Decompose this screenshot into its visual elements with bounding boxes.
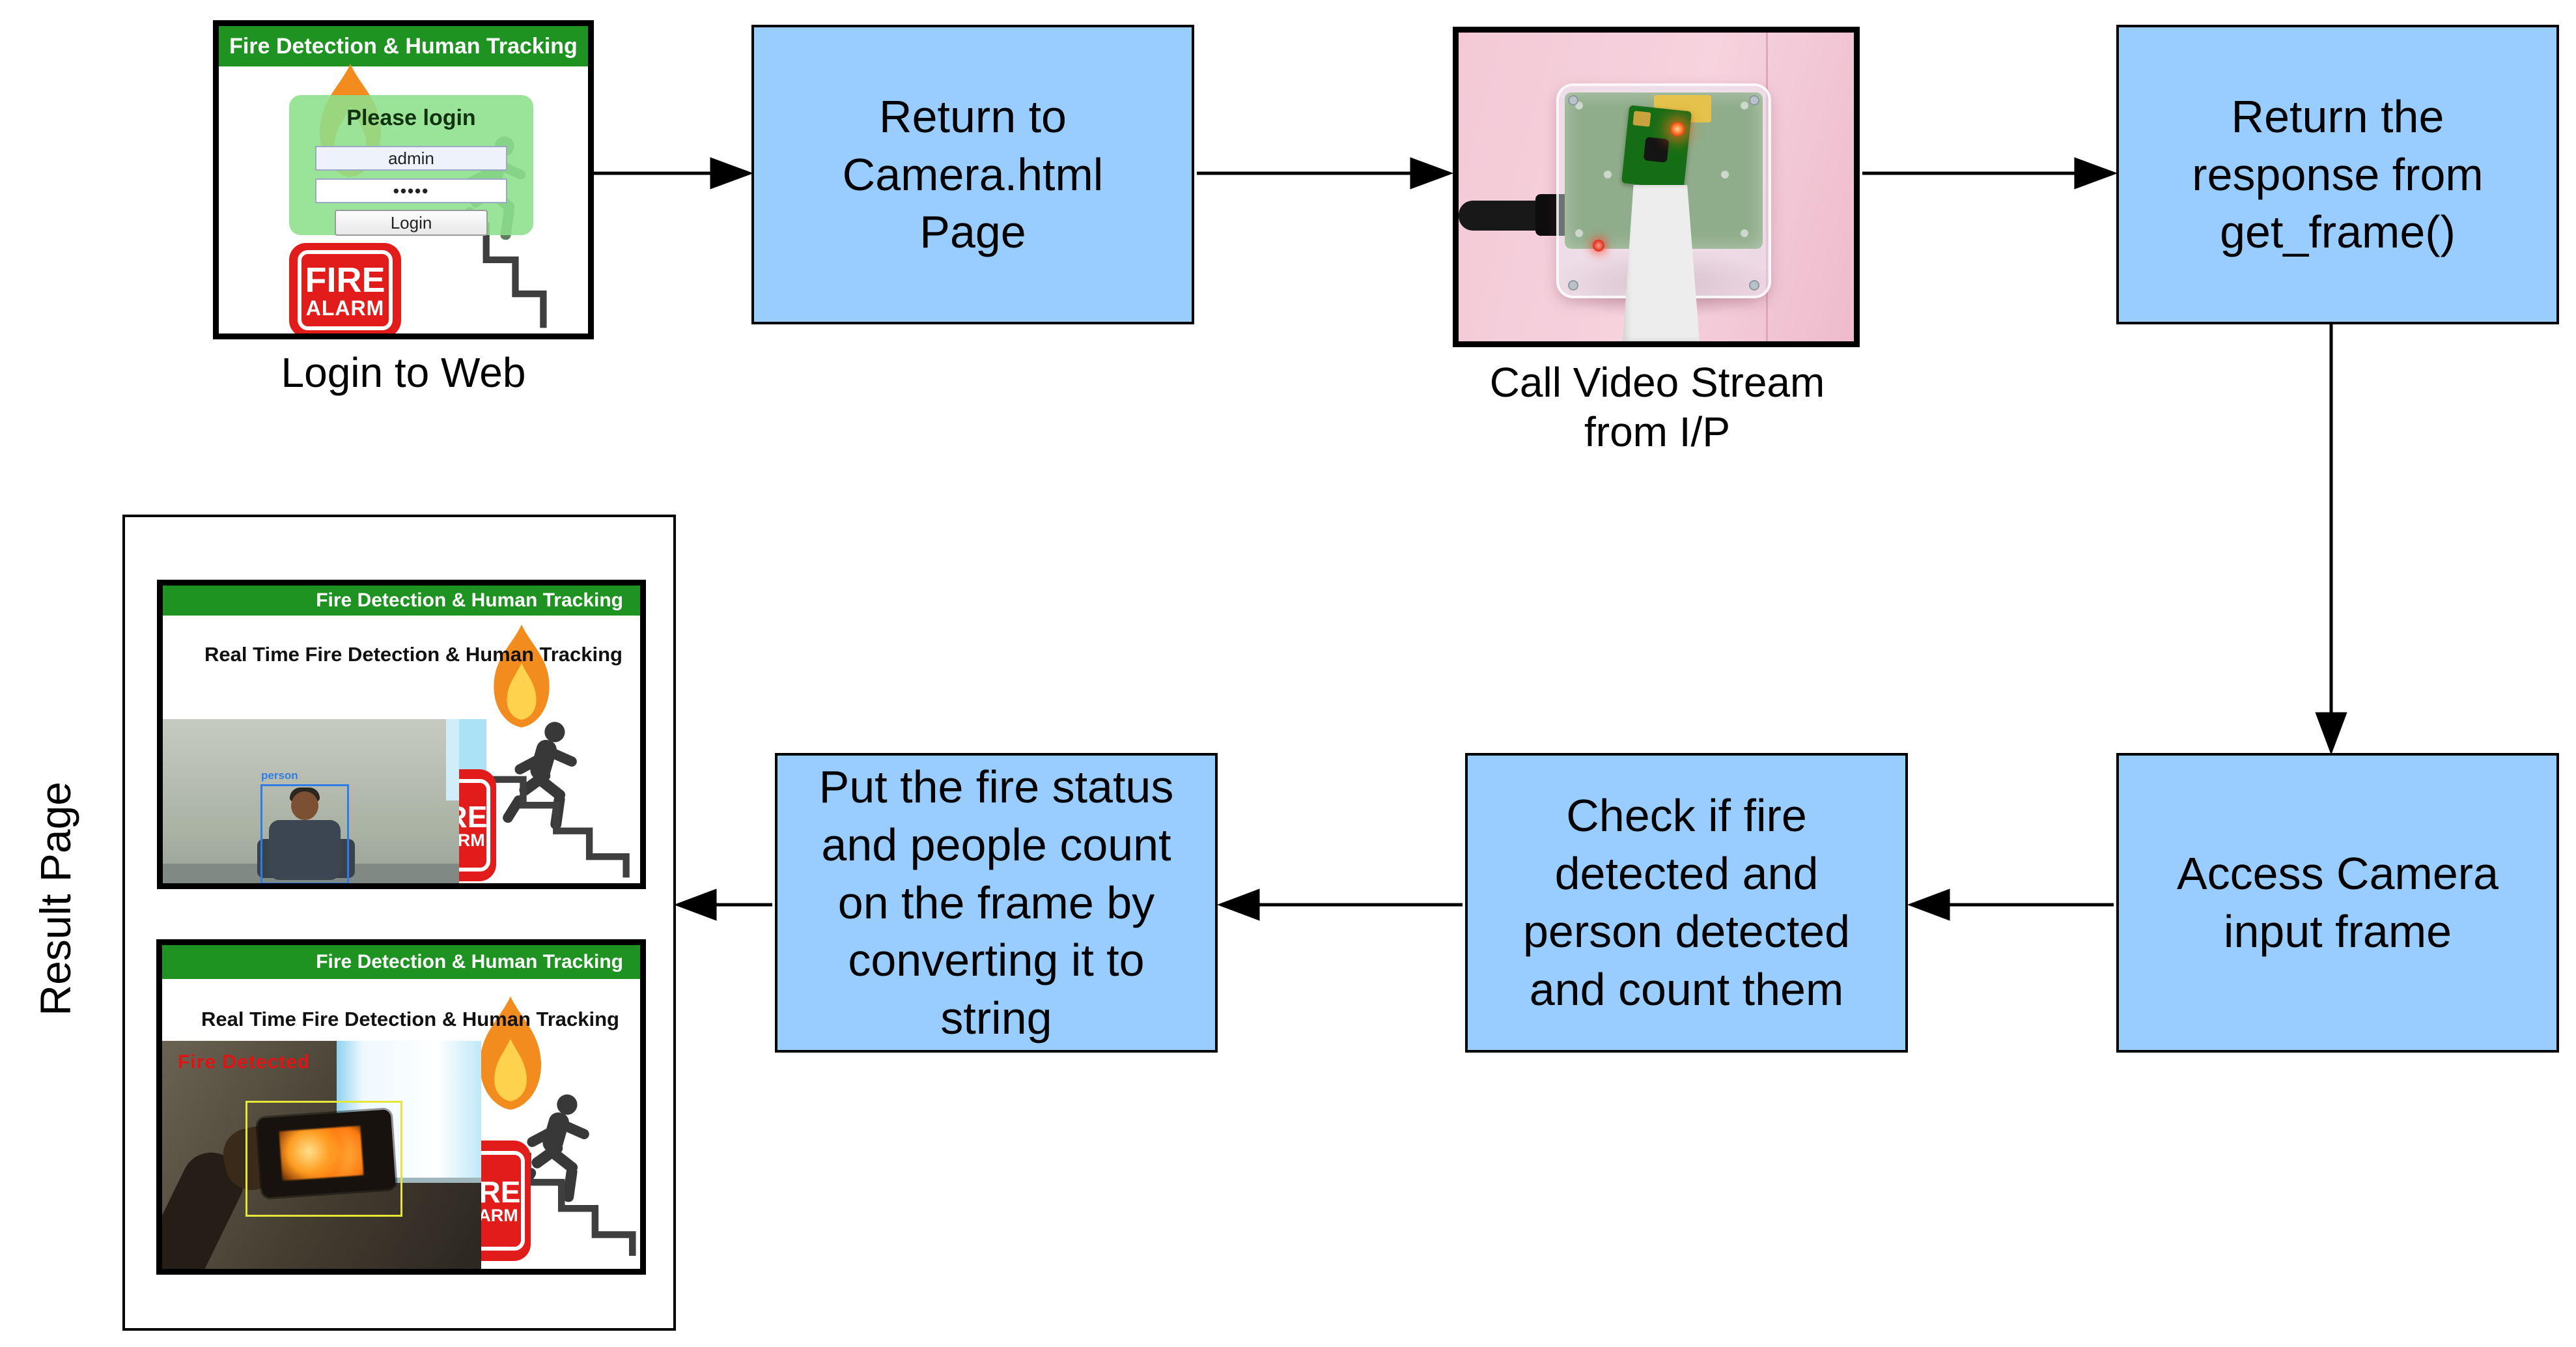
camera-caption: Call Video Stream from I/P	[1489, 359, 1825, 455]
status-led-red	[1593, 240, 1604, 251]
fire-bounding-box	[245, 1101, 402, 1217]
ribbon-cable	[1623, 185, 1700, 341]
username-field[interactable]: admin	[315, 146, 507, 171]
result-page-label: Result Page	[31, 782, 79, 1016]
password-field[interactable]: •••••	[315, 178, 507, 203]
status-led-orange	[1669, 121, 1686, 137]
stairs-icon	[456, 221, 547, 332]
result-page-heading: Real Time Fire Detection & Human Trackin…	[204, 643, 623, 666]
camera-lens	[1643, 137, 1670, 163]
login-header-bar: Fire Detection & Human Tracking	[219, 26, 588, 66]
fire-status-text: Fire Detected	[178, 1051, 311, 1073]
camera-module	[1621, 105, 1692, 190]
camera-frame-person: person	[163, 719, 459, 883]
login-button[interactable]: Login	[335, 210, 488, 236]
flow-box-return-response: Return the response from get_frame()	[2116, 25, 2559, 324]
result-screenshot-person: FIRE ALARM person Fire Detection & Human…	[157, 580, 646, 889]
result-header-bar: Fire Detection & Human Tracking	[163, 586, 640, 616]
person-label: person	[261, 769, 298, 782]
flow-box-put-status: Put the fire status and people count on …	[775, 753, 1218, 1053]
password-value: •••••	[393, 180, 430, 201]
result-page-heading: Real Time Fire Detection & Human Trackin…	[201, 1008, 619, 1030]
result-header-title: Fire Detection & Human Tracking	[316, 589, 623, 611]
login-caption: Login to Web	[281, 349, 526, 396]
username-value: admin	[388, 148, 434, 168]
login-panel: Please login admin ••••• Login	[289, 95, 533, 236]
login-header-title: Fire Detection & Human Tracking	[229, 33, 578, 59]
stairs-icon	[485, 776, 634, 880]
raspberry-pi-camera-photo	[1453, 27, 1860, 347]
result-header-title: Fire Detection & Human Tracking	[316, 951, 623, 972]
result-header-bar: Fire Detection & Human Tracking	[162, 945, 640, 979]
person-bounding-box: person	[260, 769, 349, 883]
login-prompt: Please login	[346, 106, 476, 130]
flow-box-check-fire: Check if fire detected and person detect…	[1465, 753, 1908, 1053]
flow-box-access-camera: Access Camera input frame	[2116, 753, 2559, 1053]
camera-frame-fire: Fire Detected	[162, 1041, 481, 1269]
login-page-screenshot: Fire Detection & Human Tracking Please l…	[213, 20, 594, 339]
detected-person	[291, 791, 318, 820]
background-fold	[1766, 33, 1768, 341]
result-screenshot-fire: FIRE ALARM Fire Detected Fire Detection …	[156, 939, 646, 1275]
flow-box-return-camera: Return to Camera.html Page	[751, 25, 1194, 324]
fire-alarm-badge: FIRE ALARM	[289, 243, 401, 333]
